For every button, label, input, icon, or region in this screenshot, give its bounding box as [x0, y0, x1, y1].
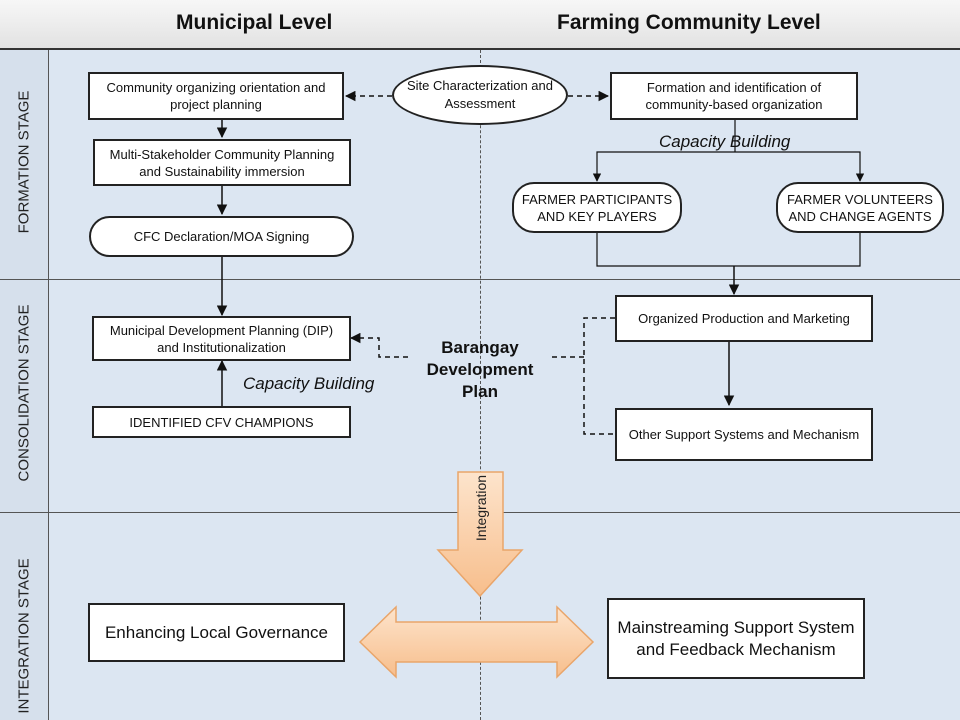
site-characterization-ellipse: Site Characterization and Assessment [392, 65, 568, 125]
multi-stakeholder-box: Multi-Stakeholder Community Planning and… [93, 139, 351, 186]
integration-arrow [436, 471, 524, 598]
farmer-participants-label: FARMER PARTICIPANTS AND KEY PLAYERS [521, 191, 673, 224]
farmer-volunteers-box: FARMER VOLUNTEERS AND CHANGE AGENTS [776, 182, 944, 233]
local-governance-box: Enhancing Local Governance [88, 603, 345, 662]
cbo-formation-box: Formation and identification of communit… [610, 72, 858, 120]
stage-column [0, 50, 49, 720]
dashed-bracket-production-support [583, 317, 615, 435]
mainstreaming-box: Mainstreaming Support System and Feedbac… [607, 598, 865, 679]
branch-to-volunteers [735, 151, 865, 182]
organized-production-box: Organized Production and Marketing [615, 295, 873, 342]
municipal-level-heading: Municipal Level [176, 11, 333, 34]
farmer-participants-box: FARMER PARTICIPANTS AND KEY PLAYERS [512, 182, 682, 233]
merge-from-participants [596, 232, 861, 267]
mainstreaming-label: Mainstreaming Support System and Feedbac… [617, 617, 855, 659]
other-support-label: Other Support Systems and Mechanism [628, 427, 860, 442]
cfv-champions-box: IDENTIFIED CFV CHAMPIONS [92, 406, 351, 438]
site-characterization-label: Site Characterization and Assessment [407, 78, 553, 111]
dashed-arrow-bdp-to-planning [349, 332, 408, 358]
integration-arrow-label: Integration [473, 474, 489, 542]
capacity-building-label-formation: Capacity Building [659, 132, 791, 151]
organized-production-label: Organized Production and Marketing [638, 311, 850, 326]
community-organizing-label: Community organizing orientation and pro… [106, 80, 326, 112]
branch-to-participants [592, 151, 735, 182]
local-governance-label: Enhancing Local Governance [104, 622, 329, 642]
barangay-development-plan: Barangay Development Plan [426, 338, 534, 401]
community-organizing-box: Community organizing orientation and pro… [88, 72, 344, 120]
multi-stakeholder-label: Multi-Stakeholder Community Planning and… [109, 146, 335, 179]
diagram-header: Municipal Level Farming Community Level [0, 0, 960, 50]
capacity-building-label-consolidation: Capacity Building [243, 374, 375, 393]
level-divider [480, 50, 481, 720]
farming-community-level-heading: Farming Community Level [557, 11, 821, 34]
cfv-champions-label: IDENTIFIED CFV CHAMPIONS [129, 414, 314, 430]
municipal-planning-label: Municipal Development Planning (DIP) and… [109, 322, 334, 355]
farmer-volunteers-label: FARMER VOLUNTEERS AND CHANGE AGENTS [787, 191, 933, 224]
cbo-formation-label: Formation and identification of communit… [645, 80, 823, 112]
municipal-planning-box: Municipal Development Planning (DIP) and… [92, 316, 351, 361]
other-support-box: Other Support Systems and Mechanism [615, 408, 873, 461]
bidirectional-arrow [358, 605, 595, 679]
cfc-declaration-box: CFC Declaration/MOA Signing [89, 216, 354, 257]
cfc-declaration-label: CFC Declaration/MOA Signing [133, 229, 310, 244]
